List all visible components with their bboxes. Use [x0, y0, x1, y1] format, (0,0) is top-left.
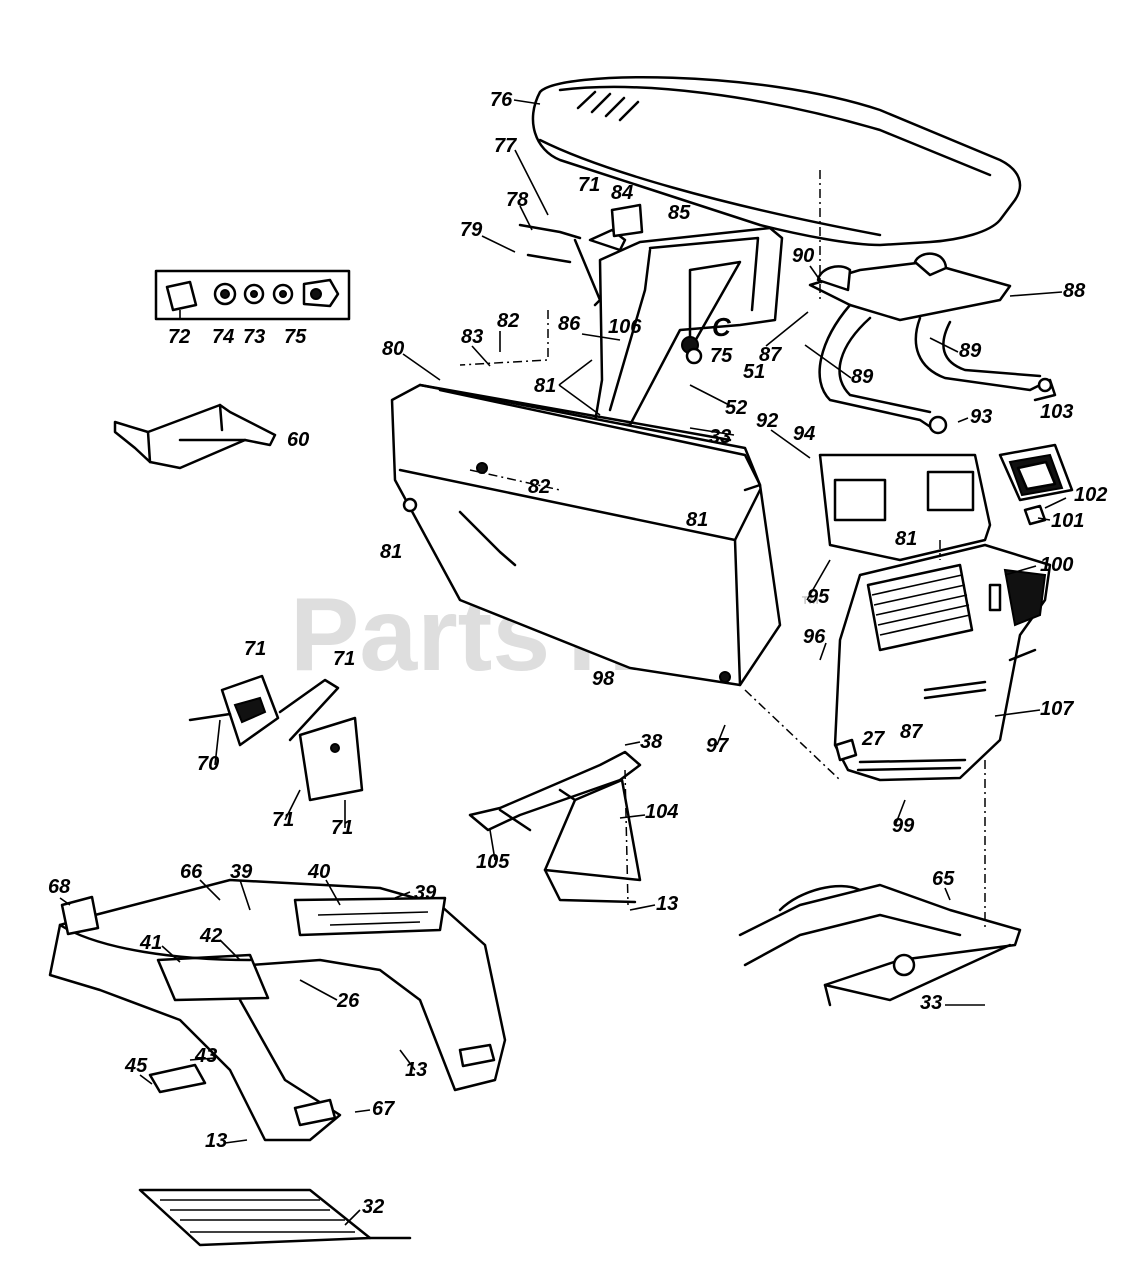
callout-73: 73: [243, 326, 265, 348]
callout-87: 87: [759, 344, 782, 366]
callout-82: 82: [497, 310, 519, 332]
part-hinge-brackets: [188, 674, 364, 802]
callout-89: 89: [851, 366, 874, 388]
part-frame: [738, 883, 1022, 1007]
callout-85: 85: [668, 202, 691, 224]
part-fender: [48, 878, 507, 1142]
callout-89: 89: [959, 340, 982, 362]
callout-81: 81: [895, 528, 917, 550]
callout-76: 76: [490, 89, 513, 111]
callout-74: 74: [212, 326, 234, 348]
callout-labels: 76 77 71 84 78 85 79 90 88 72 74 73 75 8…: [48, 89, 1107, 1218]
callout-97: 97: [706, 735, 729, 757]
leader-lines: [59, 99, 1067, 1226]
part-front-bracket: [468, 750, 642, 904]
callout-88: 88: [1063, 280, 1086, 302]
callout-102: 102: [1074, 484, 1107, 506]
callout-81: 81: [686, 509, 708, 531]
part-ignition-inset: [154, 269, 351, 321]
callout-84: 84: [611, 182, 633, 204]
alignment-lines: [459, 170, 986, 930]
callout-78: 78: [506, 189, 529, 211]
callout-39: 39: [414, 882, 437, 904]
callout-75: 75: [284, 326, 307, 348]
callout-66: 66: [180, 861, 203, 883]
callout-103: 103: [1040, 401, 1073, 423]
callout-83: 83: [461, 326, 483, 348]
callout-81: 81: [380, 541, 402, 563]
callout-71: 71: [244, 638, 266, 660]
callout-104: 104: [645, 801, 678, 823]
callout-68: 68: [48, 876, 71, 898]
callout-81: 81: [534, 375, 556, 397]
callout-79: 79: [460, 219, 483, 241]
callout-38: 38: [640, 731, 663, 753]
callout-51: 51: [743, 361, 765, 383]
part-headlight: [998, 443, 1074, 526]
callout-45: 45: [124, 1055, 148, 1077]
callout-94: 94: [793, 423, 815, 445]
callout-92: 92: [756, 410, 778, 432]
callout-40: 40: [307, 861, 330, 883]
callout-33: 33: [920, 992, 942, 1014]
callout-60: 60: [287, 429, 309, 451]
callout-72: 72: [168, 326, 190, 348]
callout-32: 32: [362, 1196, 384, 1218]
callout-52: 52: [725, 397, 747, 419]
part-seat-support: [808, 252, 1057, 435]
callout-93: 93: [970, 406, 992, 428]
callout-75: 75: [710, 345, 733, 367]
callout-42: 42: [199, 925, 222, 947]
callout-71: 71: [333, 648, 355, 670]
callout-43: 43: [194, 1045, 217, 1067]
callout-71: 71: [331, 817, 353, 839]
part-grille: [818, 453, 1052, 782]
callout-39: 39: [230, 861, 253, 883]
callout-105: 105: [476, 851, 510, 873]
callout-c: C: [712, 312, 732, 342]
callout-96: 96: [803, 626, 826, 648]
callout-33: 33: [709, 426, 731, 448]
part-dash-panel: [518, 203, 784, 427]
part-60-bracket: [113, 403, 277, 470]
callout-106: 106: [608, 316, 642, 338]
callout-71: 71: [578, 174, 600, 196]
callout-95: 95: [807, 586, 830, 608]
callout-101: 101: [1051, 510, 1084, 532]
callout-67: 67: [372, 1098, 395, 1120]
callout-70: 70: [197, 753, 219, 775]
callout-13: 13: [656, 893, 678, 915]
callout-71: 71: [272, 809, 294, 831]
part-seat: [531, 76, 1022, 247]
callout-90: 90: [792, 245, 814, 267]
callout-27: 27: [861, 728, 885, 750]
callout-86: 86: [558, 313, 581, 335]
callout-87: 87: [900, 721, 923, 743]
callout-98: 98: [592, 668, 615, 690]
callout-100: 100: [1040, 554, 1073, 576]
watermark-trademark: ™: [800, 593, 820, 615]
callout-13: 13: [205, 1130, 227, 1152]
callout-82: 82: [528, 476, 550, 498]
callout-77: 77: [494, 135, 517, 157]
callout-41: 41: [139, 932, 162, 954]
callout-26: 26: [336, 990, 360, 1012]
part-hood: [390, 383, 782, 687]
callout-65: 65: [932, 868, 955, 890]
callout-107: 107: [1040, 698, 1074, 720]
callout-80: 80: [382, 338, 404, 360]
part-footrest: [138, 1188, 412, 1247]
